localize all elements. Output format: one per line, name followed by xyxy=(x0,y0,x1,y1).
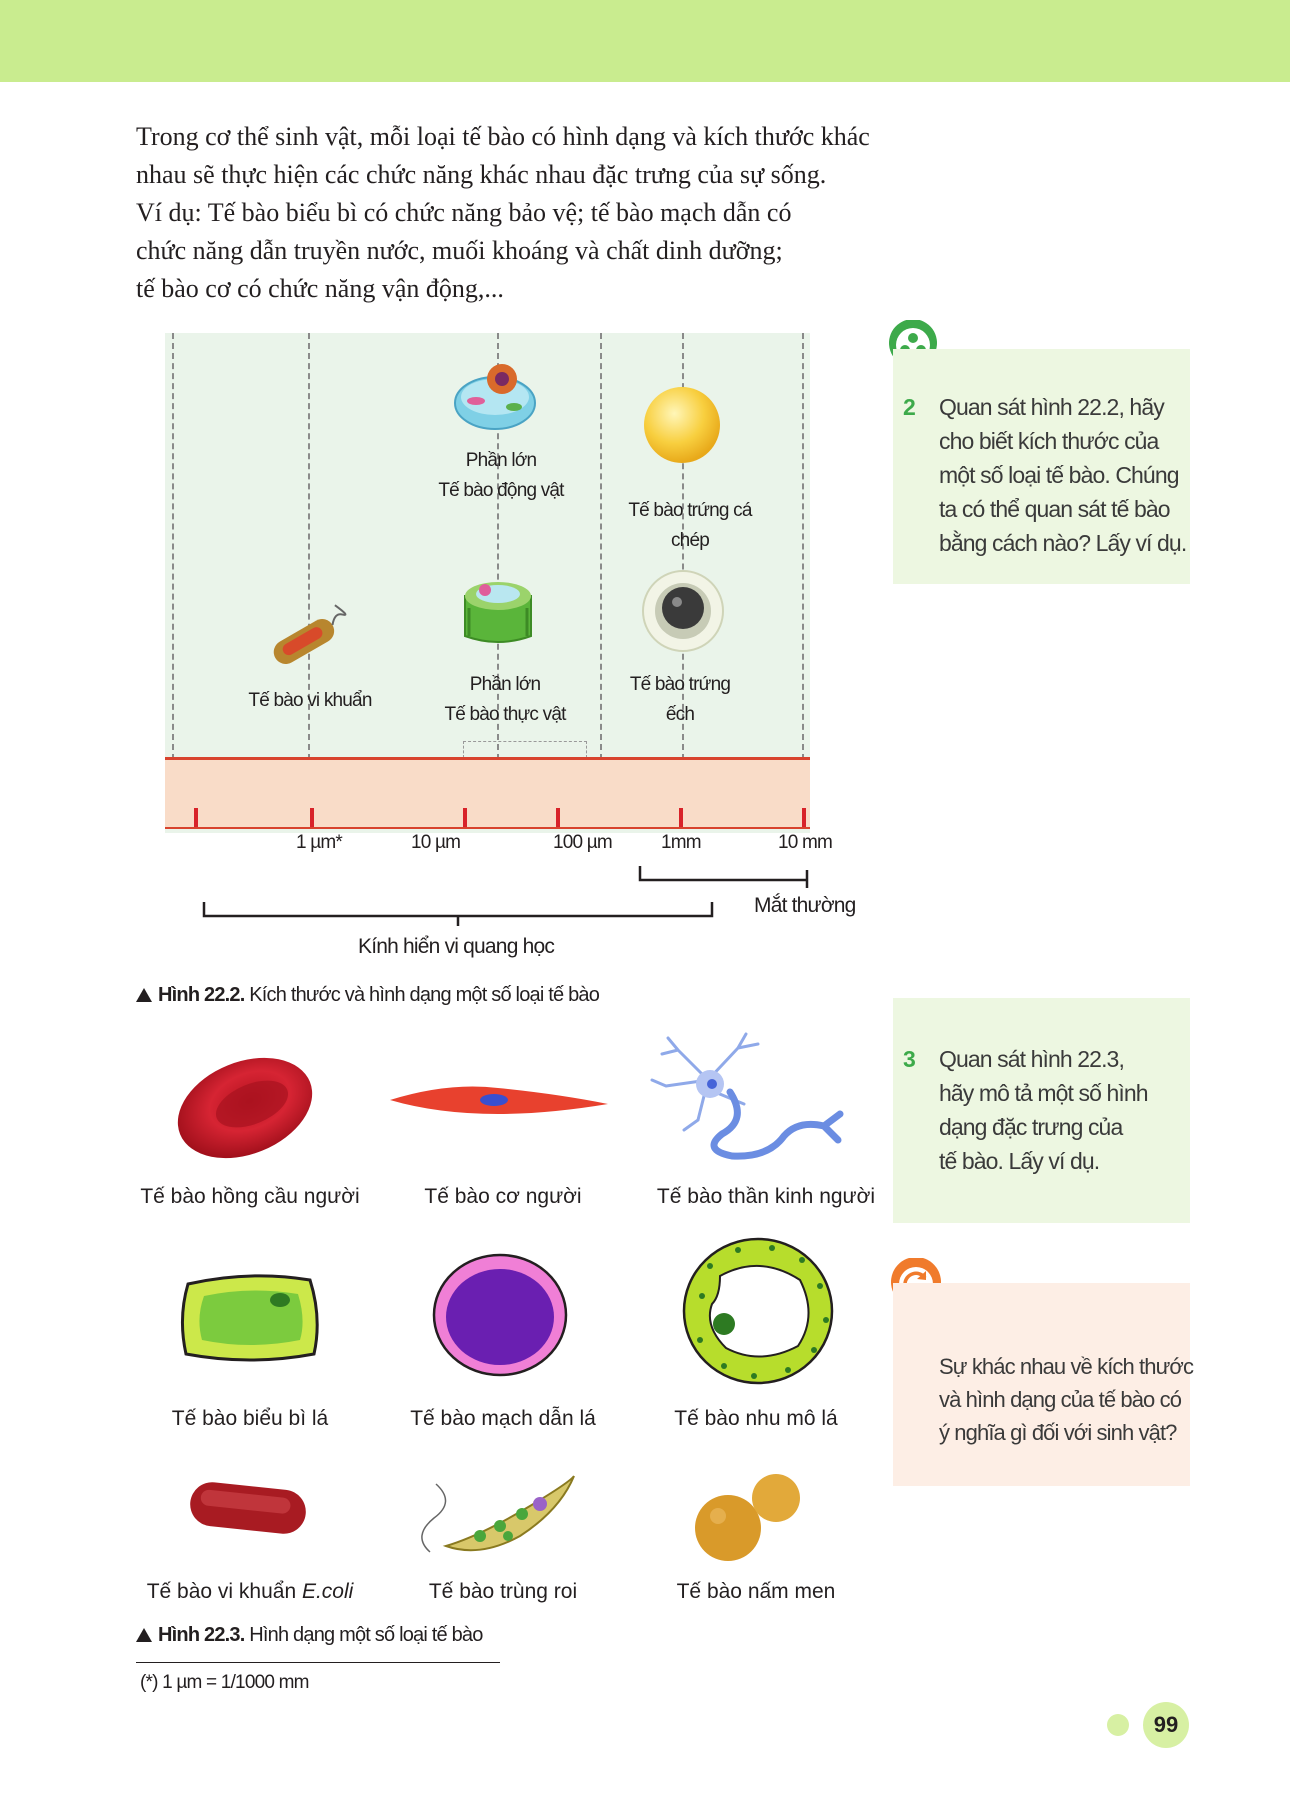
scale-label-10mm: 10 mm xyxy=(778,832,833,853)
animal-cell-illustration xyxy=(454,364,536,430)
intro-line: Trong cơ thể sinh vật, mỗi loại tế bào c… xyxy=(136,122,870,151)
scale-tick xyxy=(556,808,560,827)
euglena-label: Tế bào trùng roi xyxy=(428,1580,578,1603)
leaf-vascular-cell-illustration xyxy=(432,1253,568,1377)
frog-egg-label: Tế bào trứng ếch xyxy=(629,674,731,725)
figure-22-2-caption: Hình 22.2. Kích thước và hình dạng một s… xyxy=(136,984,600,1007)
animal-cell-label-line2: Tế bào động vật xyxy=(438,480,564,501)
yeast-label: Tế bào nấm men xyxy=(676,1580,836,1603)
plant-cell-illustration xyxy=(464,582,532,643)
question-2-line: ta có thể quan sát tế bào xyxy=(939,496,1171,522)
triangle-icon xyxy=(136,1628,152,1642)
muscle-cell-label: Tế bào cơ người xyxy=(424,1185,582,1208)
red-blood-cell-illustration xyxy=(177,1057,313,1159)
page-number: 99 xyxy=(1143,1702,1189,1748)
question-2-box xyxy=(893,349,1190,584)
scale-label-1mm: 1mm xyxy=(661,832,702,853)
review-question-line: ý nghĩa gì đối với sinh vật? xyxy=(939,1420,1177,1445)
question-3-box xyxy=(893,998,1190,1223)
scale-tick xyxy=(310,808,314,827)
ecoli-label-prefix: Tế bào vi khuẩn xyxy=(146,1580,302,1603)
ecoli-label-italic: E.coli xyxy=(301,1580,354,1603)
plant-cell-label-line2: Tế bào thực vật xyxy=(444,704,566,725)
scale-guide-line xyxy=(682,333,684,760)
euglena-illustration xyxy=(421,1475,575,1553)
microscope-label: Kính hiển vi quang học xyxy=(358,935,555,958)
carp-egg-illustration xyxy=(644,387,720,463)
question-2-number: 2 xyxy=(903,394,916,420)
figure-22-3-caption-text: Hình dạng một số loại tế bào xyxy=(244,1624,483,1646)
scale-label-100um: 100 µm xyxy=(553,832,613,853)
scale-tick xyxy=(802,808,806,827)
triangle-icon xyxy=(136,988,152,1002)
scale-label-1um: 1 µm* xyxy=(296,832,343,853)
plant-cell-label: Phần lớn Tế bào thực vật xyxy=(430,670,580,730)
question-3-line: tế bào. Lấy ví dụ. xyxy=(939,1148,1100,1174)
header-band xyxy=(0,0,1290,82)
nerve-cell-label: Tế bào thần kinh người xyxy=(656,1185,876,1208)
footnote: (*) 1 µm = 1/1000 mm xyxy=(140,1672,309,1693)
review-question-line: và hình dạng của tế bào có xyxy=(939,1387,1182,1412)
question-3-line: hãy mô tả một số hình xyxy=(939,1080,1149,1106)
plant-cell-range-bracket xyxy=(463,741,587,758)
ecoli-illustration xyxy=(190,1482,306,1534)
review-question-box xyxy=(893,1283,1190,1486)
intro-line: chức năng dẫn truyền nước, muối khoáng v… xyxy=(136,236,783,265)
bacterium-illustration xyxy=(273,604,347,664)
page-number-dot xyxy=(1107,1714,1129,1736)
intro-paragraph: Trong cơ thể sinh vật, mỗi loại tế bào c… xyxy=(136,118,876,308)
scale-guide-line xyxy=(172,333,174,760)
leaf-parenchyma-label: Tế bào nhu mô lá xyxy=(674,1407,838,1430)
bacterium-label: Tế bào vi khuẩn xyxy=(248,690,372,711)
question-3-line: Quan sát hình 22.3, xyxy=(939,1046,1125,1072)
range-brackets xyxy=(202,866,809,926)
scale-guide-line xyxy=(308,333,310,760)
review-question-line: Sự khác nhau về kích thước xyxy=(939,1354,1194,1379)
red-blood-cell-label: Tế bào hồng cầu người xyxy=(140,1185,360,1208)
naked-eye-label: Mắt thường xyxy=(754,894,856,917)
figure-22-2-caption-number: Hình 22.2. xyxy=(158,984,245,1006)
figure-22-2-caption-text: Kích thước và hình dạng một số loại tế b… xyxy=(244,984,600,1006)
scale-tick xyxy=(194,808,198,827)
scale-label-10um: 10 µm xyxy=(411,832,461,853)
ecoli-label: Tế bào vi khuẩn E.coli xyxy=(110,1580,390,1604)
question-2-line: cho biết kích thước của xyxy=(939,428,1159,454)
question-3-line: dạng đặc trưng của xyxy=(939,1114,1123,1140)
scale-tick xyxy=(463,808,467,827)
scale-guide-line xyxy=(497,333,499,760)
question-2-text: Quan sát hình 22.2, hãy cho biết kích th… xyxy=(939,390,1187,560)
nerve-cell-illustration xyxy=(650,1032,844,1160)
question-3-number: 3 xyxy=(903,1046,916,1072)
scale-guide-line xyxy=(802,333,804,760)
carp-egg-label: Tế bào trứng cá chép xyxy=(628,500,752,551)
leaf-vascular-label: Tế bào mạch dẫn lá xyxy=(410,1407,596,1430)
question-2-line: bằng cách nào? Lấy ví dụ. xyxy=(939,530,1187,556)
leaf-epidermis-label: Tế bào biểu bì lá xyxy=(171,1407,329,1430)
animal-cell-label-line1: Phần lớn xyxy=(465,450,537,471)
plant-cell-label-line1: Phần lớn xyxy=(469,674,541,695)
frog-egg-illustration xyxy=(642,570,724,652)
muscle-cell-illustration xyxy=(390,1086,608,1114)
scale-guide-line xyxy=(600,333,602,760)
footnote-divider xyxy=(136,1662,500,1663)
intro-line: tế bào cơ có chức năng vận động,... xyxy=(136,274,504,303)
intro-line: nhau sẽ thực hiện các chức năng khác nha… xyxy=(136,160,827,189)
question-2-line: Quan sát hình 22.2, hãy xyxy=(939,394,1165,420)
intro-line: Ví dụ: Tế bào biểu bì có chức năng bảo v… xyxy=(136,198,792,227)
question-2-line: một số loại tế bào. Chúng xyxy=(939,462,1180,488)
animal-cell-label: Phần lớn Tế bào động vật xyxy=(425,446,577,506)
figure-22-3-caption: Hình 22.3. Hình dạng một số loại tế bào xyxy=(136,1624,483,1647)
leaf-parenchyma-cell-illustration xyxy=(682,1237,834,1385)
size-scale-bar xyxy=(165,757,810,829)
scale-tick xyxy=(679,808,683,827)
question-3-text: Quan sát hình 22.3, hãy mô tả một số hìn… xyxy=(939,1042,1149,1178)
figure-22-3-caption-number: Hình 22.3. xyxy=(158,1624,245,1646)
review-question-text: Sự khác nhau về kích thước và hình dạng … xyxy=(939,1350,1194,1449)
yeast-illustration xyxy=(695,1474,800,1561)
leaf-epidermis-cell-illustration xyxy=(180,1274,319,1362)
